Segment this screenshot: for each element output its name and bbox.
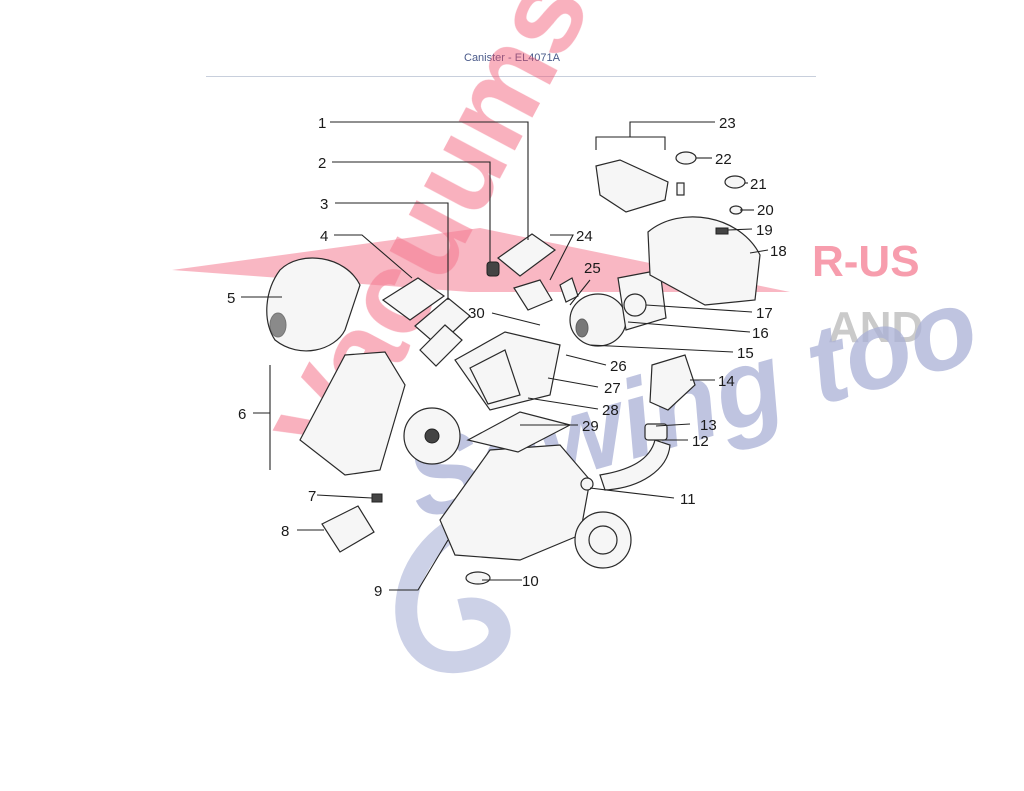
- watermark-swirl: [395, 509, 511, 674]
- part-upper-shell: [647, 216, 761, 306]
- part-castor: [465, 571, 491, 585]
- callout-5: 5: [227, 290, 235, 307]
- part-lid-housing: [299, 351, 406, 476]
- callout-29: 29: [582, 418, 599, 435]
- title-divider: [206, 76, 816, 77]
- callout-17: 17: [756, 305, 773, 322]
- part-latch-24: [513, 279, 553, 311]
- callout-7: 7: [308, 488, 316, 505]
- callout-4: 4: [320, 228, 328, 245]
- callout-15: 15: [737, 345, 754, 362]
- callout-18: 18: [770, 243, 787, 260]
- part-knob: [486, 261, 500, 277]
- callout-16: 16: [752, 325, 769, 342]
- leader-lines: [241, 121, 769, 591]
- part-filter-cassette-lower: [419, 324, 463, 367]
- callout-8: 8: [281, 523, 289, 540]
- callout-30: 30: [468, 305, 485, 322]
- callout-13: 13: [700, 417, 717, 434]
- part-motor-hub: [575, 318, 589, 338]
- callout-28: 28: [602, 402, 619, 419]
- callout-26: 26: [610, 358, 627, 375]
- callout-14: 14: [718, 373, 735, 390]
- callout-23: 23: [719, 115, 736, 132]
- callout-21: 21: [750, 176, 767, 193]
- callout-19: 19: [756, 222, 773, 239]
- part-cord-reel-hub: [424, 428, 440, 444]
- part-button-housing: [595, 159, 669, 213]
- part-base-body: [439, 444, 591, 561]
- part-flat-filter: [381, 277, 446, 321]
- callout-11: 11: [680, 491, 696, 508]
- callout-6: 6: [238, 406, 246, 423]
- callout-2: 2: [318, 155, 326, 172]
- part-latch-25: [559, 277, 579, 303]
- callout-25: 25: [584, 260, 601, 277]
- callout-10: 10: [522, 573, 539, 590]
- part-fitting-22: [675, 151, 697, 165]
- part-o-ring: [580, 477, 594, 491]
- part-filter-frame: [497, 233, 557, 277]
- part-valve: [649, 354, 696, 411]
- part-fitting-21: [724, 175, 746, 189]
- callout-9: 9: [374, 583, 382, 600]
- part-cover-plate: [321, 505, 375, 553]
- callout-3: 3: [320, 196, 328, 213]
- part-motor-seal: [623, 293, 647, 317]
- part-fitting-spring: [676, 182, 685, 196]
- part-hose-connector: [644, 423, 668, 441]
- callout-22: 22: [715, 151, 732, 168]
- callout-20: 20: [757, 202, 774, 219]
- callout-24: 24: [576, 228, 593, 245]
- part-dust-bin-handle: [269, 312, 287, 338]
- parts: [266, 151, 761, 585]
- part-hose-neck: [599, 439, 671, 491]
- callout-1: 1: [318, 115, 326, 132]
- page-title: Canister - EL4071A: [464, 52, 560, 64]
- callout-27: 27: [604, 380, 621, 397]
- part-filter-box-grid: [469, 349, 521, 405]
- part-clip: [371, 493, 383, 503]
- callout-labels: 1 2 3 4 5 6 7 8 9 10 11 12 13 14 15 16 1…: [227, 115, 787, 600]
- part-rear-wheel-hub: [588, 525, 618, 555]
- watermark-rus: R-US: [812, 237, 920, 286]
- watermark-and: AND: [828, 303, 923, 352]
- part-dust-bin: [266, 257, 361, 352]
- part-fitting-19: [715, 227, 729, 235]
- callout-12: 12: [692, 433, 709, 450]
- part-motor: [569, 293, 627, 347]
